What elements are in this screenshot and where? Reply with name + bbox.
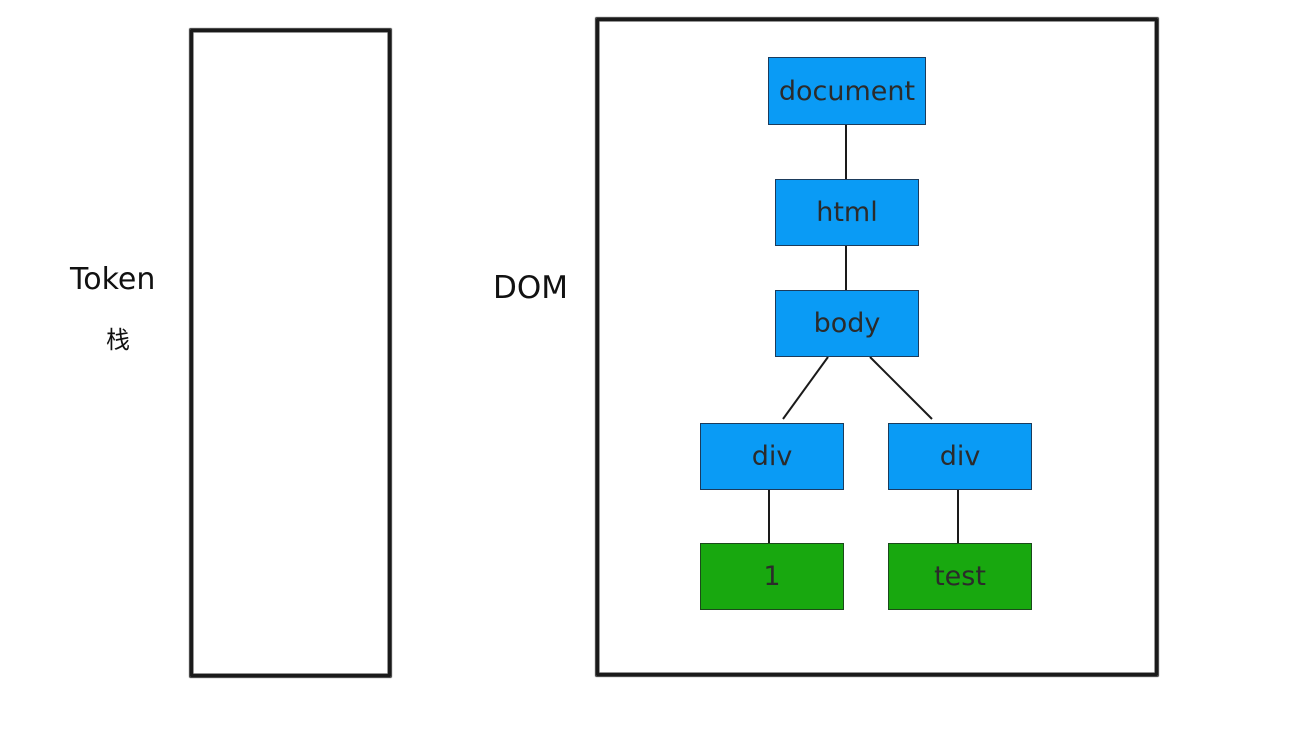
edge-body-div-right — [869, 356, 933, 420]
node-text-right: test — [888, 543, 1032, 610]
node-body: body — [775, 290, 919, 357]
edge-body-div-left — [782, 356, 829, 420]
dom-tree-panel — [596, 18, 1158, 676]
node-div-left: div — [700, 423, 844, 490]
node-document: document — [768, 57, 926, 125]
node-html: html — [775, 179, 919, 246]
token-label: Token — [70, 262, 156, 297]
node-div-right: div — [888, 423, 1032, 490]
stack-label: 栈 — [106, 326, 130, 354]
node-text-left: 1 — [700, 543, 844, 610]
dom-label: DOM — [493, 270, 569, 306]
token-stack-box — [190, 29, 391, 677]
